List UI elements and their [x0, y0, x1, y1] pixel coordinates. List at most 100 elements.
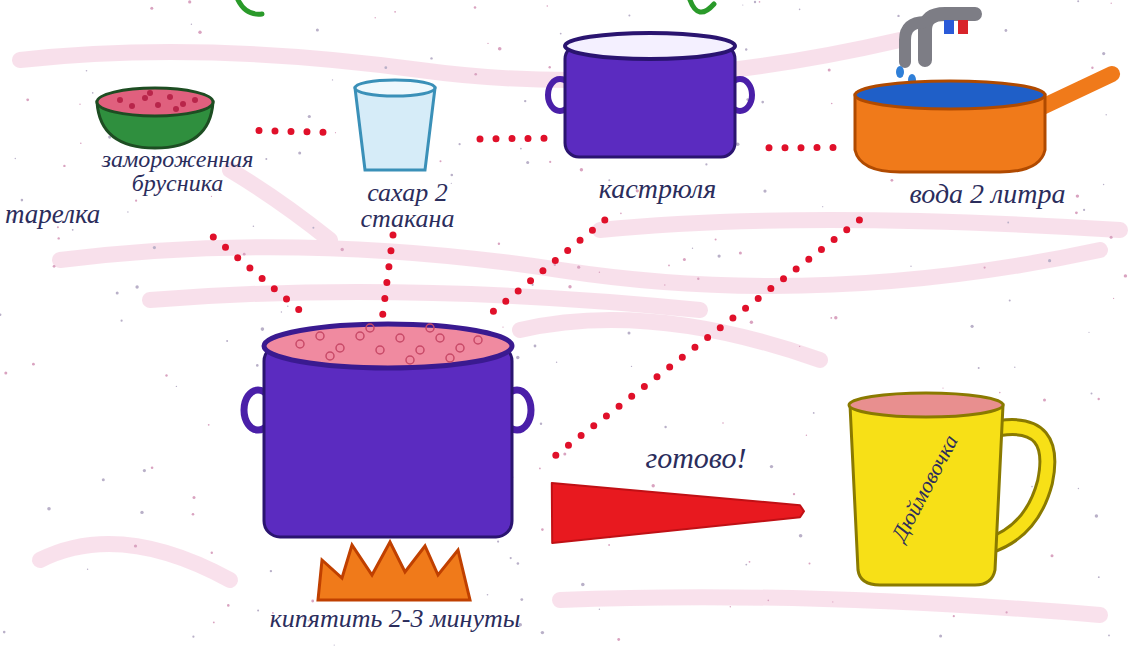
speckle [270, 570, 272, 572]
speckle [1102, 52, 1105, 55]
empty-pot [548, 33, 752, 157]
speckle [631, 366, 632, 367]
dotted-link [544, 220, 859, 464]
speckle [549, 66, 551, 68]
speckle [1111, 3, 1112, 4]
speckle [440, 160, 442, 162]
speckle [517, 562, 520, 565]
speckle [257, 609, 259, 611]
speckle [211, 196, 212, 197]
speckle [581, 583, 585, 587]
speckle [806, 435, 807, 436]
speckle [53, 265, 56, 268]
speckle [722, 422, 724, 424]
pointer-arrow [552, 483, 804, 543]
speckle [953, 615, 955, 617]
speckle [1078, 488, 1079, 489]
ingredient-node: замороженная брусника тарелка [5, 85, 259, 237]
speckle [768, 600, 770, 602]
speckle [730, 606, 731, 607]
speckle [599, 272, 600, 273]
speckle [153, 246, 156, 249]
speckle [192, 636, 194, 638]
speckle [243, 253, 246, 256]
speckle [261, 327, 265, 331]
speckle [897, 15, 899, 17]
speckle [822, 206, 823, 207]
speckle [1006, 611, 1008, 613]
speckle [298, 151, 301, 154]
speckle [265, 158, 267, 160]
speckle [188, 0, 191, 3]
speckle [813, 412, 815, 414]
berry-bowl [97, 88, 213, 148]
speckle [335, 132, 336, 133]
speckle [281, 311, 282, 312]
speckle [32, 363, 35, 366]
speckle [1083, 209, 1085, 211]
speckle [1110, 236, 1113, 239]
speckle [718, 255, 721, 258]
speckle [828, 69, 831, 72]
speckle [971, 325, 974, 328]
speckle [487, 43, 488, 44]
speckle [1043, 399, 1046, 402]
speckle [520, 598, 523, 601]
speckle [599, 609, 600, 610]
speckle [150, 7, 153, 10]
speckle [1076, 194, 1079, 197]
speckle [1088, 332, 1089, 333]
speckle [1103, 184, 1104, 185]
speckle [227, 604, 230, 607]
dotted-link [259, 131, 335, 133]
speckle [628, 332, 631, 335]
caption-text: замороженная брусника [100, 147, 255, 195]
speckle [58, 237, 60, 239]
speckle [999, 392, 1001, 394]
speckle [1075, 211, 1078, 214]
speckle [311, 600, 314, 603]
caption-text: вода 2 литра [845, 180, 1130, 208]
ingredient-node: вода 2 литра [845, 0, 1133, 220]
speckle [939, 635, 942, 638]
caption-text: тарелка [5, 201, 155, 228]
speckle [287, 306, 288, 307]
speckle [683, 258, 686, 261]
speckle [192, 513, 195, 516]
dotted-line [544, 220, 859, 464]
dotted-line [382, 235, 393, 318]
speckle [742, 4, 743, 5]
dotted-link [769, 147, 845, 148]
speckle [151, 466, 154, 469]
speckle [799, 346, 800, 347]
speckle [834, 316, 837, 319]
speckle [143, 469, 146, 472]
dotted-line [769, 144, 845, 151]
speckle [208, 424, 210, 426]
mug [849, 393, 1047, 585]
dotted-link [485, 220, 605, 318]
speckle [770, 465, 773, 468]
speckle [86, 70, 88, 72]
cooking-pot [244, 324, 531, 600]
speckle [563, 453, 566, 456]
speckle [520, 148, 522, 150]
pink-wash [20, 40, 1120, 615]
speckle [1007, 222, 1009, 224]
speckle [451, 174, 454, 177]
speckle [63, 165, 65, 167]
speckle [87, 569, 88, 570]
dotted-link [480, 138, 550, 140]
speckle [1095, 514, 1098, 517]
edge-label: готово! [642, 441, 751, 474]
speckle [316, 29, 319, 32]
speckle [47, 507, 51, 511]
caption-text: кастрюля [550, 175, 765, 203]
speckle [541, 528, 544, 531]
speckle [256, 364, 259, 367]
speckle [26, 98, 29, 101]
speckle [759, 1, 761, 3]
speckle [577, 266, 580, 269]
speckle [134, 544, 137, 547]
